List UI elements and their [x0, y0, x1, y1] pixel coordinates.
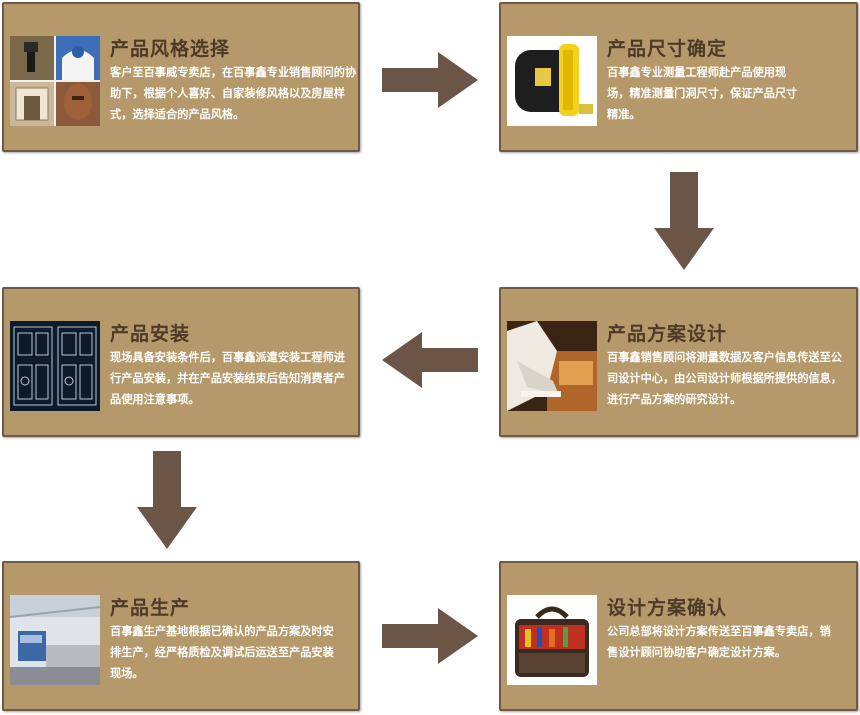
tape-measure-icon — [507, 36, 597, 126]
factory-icon — [10, 595, 100, 685]
step-description: 百事鑫销售顾问将测量数据及客户信息传送至公司设计中心，由公司设计师根据所提供的信… — [607, 351, 842, 406]
step-description: 公司总部将设计方案传送至百事鑫专卖店，销售设计顾问协助客户确定设计方案。 — [607, 625, 831, 659]
step-installation: 产品安装 现场具备安装条件后，百事鑫派遣安装工程师进行产品安装，并在产品安装结束… — [2, 287, 360, 437]
step-design-confirmation: 设计方案确认 公司总部将设计方案传送至百事鑫专卖店，销售设计顾问协助客户确定设计… — [499, 561, 858, 711]
toolbox-icon — [507, 595, 597, 685]
step-description: 百事鑫生产基地根据已确认的产品方案及时安排生产，经严格质检及调试后运送至产品安装… — [110, 625, 334, 680]
step-size-confirmation: 产品尺寸确定 百事鑫专业测量工程师赴产品使用现场，精准测量门洞尺寸，保证产品尺寸… — [499, 2, 858, 152]
step-title: 产品方案设计 — [607, 323, 728, 345]
arrow-right-icon — [382, 608, 482, 664]
step-title: 产品生产 — [110, 597, 191, 619]
arrow-left-icon — [378, 332, 478, 388]
step-style-selection: 产品风格选择 客户至百事威专卖店，在百事鑫专业销售顾问的协助下，根据个人喜好、自… — [2, 2, 360, 152]
arrow-down-icon — [654, 172, 714, 272]
step-title: 产品安装 — [110, 323, 191, 345]
door-blueprint-icon — [10, 321, 100, 411]
step-title: 设计方案确认 — [607, 597, 728, 619]
step-production: 产品生产 百事鑫生产基地根据已确认的产品方案及时安排生产，经严格质检及调试后运送… — [2, 561, 360, 711]
step-design: 产品方案设计 百事鑫销售顾问将测量数据及客户信息传送至公司设计中心，由公司设计师… — [499, 287, 858, 437]
design-drawing-icon — [507, 321, 597, 411]
step-description: 现场具备安装条件后，百事鑫派遣安装工程师进行产品安装，并在产品安装结束后告知消费… — [110, 351, 345, 406]
step-description: 客户至百事威专卖店，在百事鑫专业销售顾问的协助下，根据个人喜好、自家装修风格以及… — [110, 66, 357, 121]
arrow-right-icon — [382, 52, 482, 108]
arrow-down-icon — [137, 451, 197, 551]
style-collage-icon — [10, 36, 100, 126]
step-title: 产品尺寸确定 — [607, 38, 728, 60]
step-description: 百事鑫专业测量工程师赴产品使用现场，精准测量门洞尺寸，保证产品尺寸精准。 — [607, 66, 798, 121]
step-title: 产品风格选择 — [110, 38, 231, 60]
